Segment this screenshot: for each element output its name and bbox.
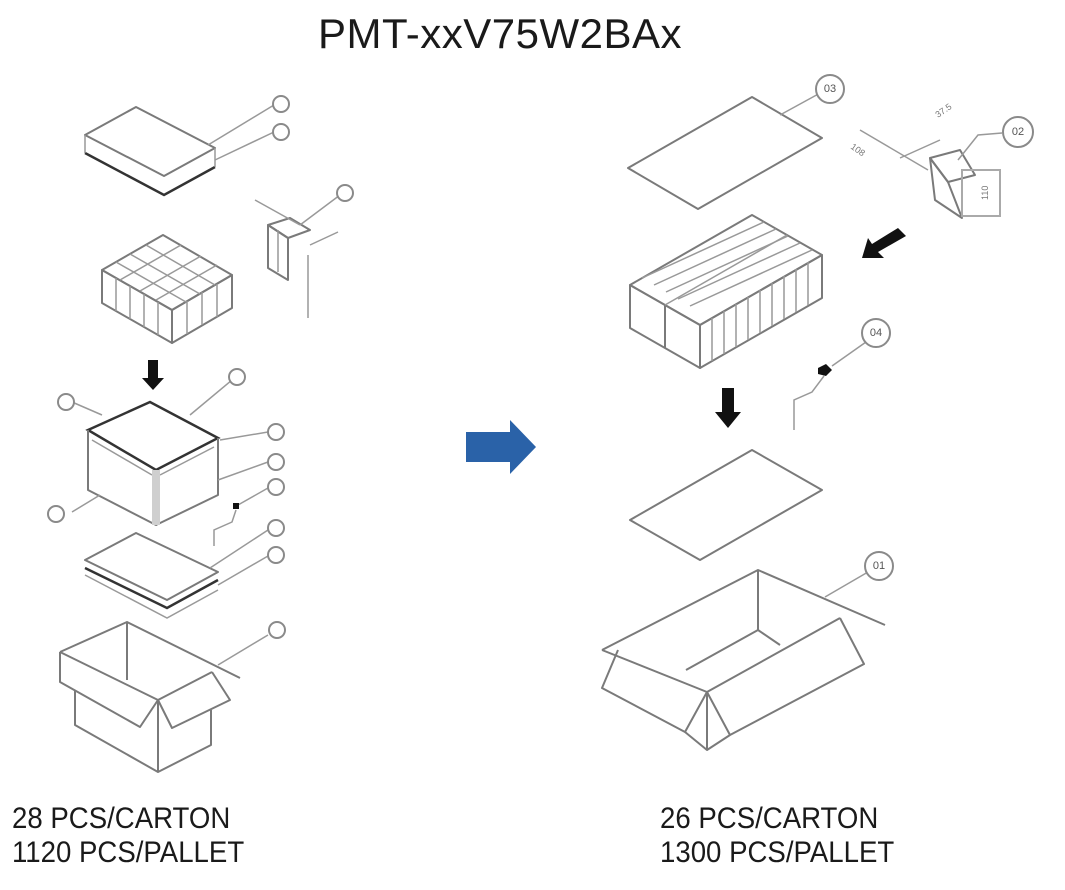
diagram-title: PMT-xxV75W2BAx bbox=[317, 10, 683, 57]
old-pcs-per-carton: 28 PCS/CARTON bbox=[12, 802, 231, 835]
end-cap-part bbox=[254, 184, 354, 318]
new-packing-caption: 26 PCS/CARTON 1300 PCS/PALLET bbox=[660, 802, 894, 870]
battery-block-28 bbox=[101, 234, 233, 344]
callout-bubble bbox=[272, 123, 290, 141]
label-tag: 04 bbox=[793, 318, 891, 430]
dimension-label: 110 bbox=[980, 186, 990, 200]
insert-arrow-icon bbox=[862, 228, 906, 258]
dimension-label: 37.5 bbox=[933, 101, 953, 119]
down-arrow-icon bbox=[142, 360, 164, 390]
foam-tray-box bbox=[47, 368, 285, 526]
callout-04: 04 bbox=[870, 327, 882, 339]
new-pcs-per-pallet: 1300 PCS/PALLET bbox=[660, 836, 895, 869]
old-packing-exploded-view bbox=[47, 95, 354, 773]
down-arrow-icon bbox=[715, 388, 741, 428]
end-cap-part: 02 37.5 108 110 bbox=[849, 101, 1034, 219]
callout-03: 03 bbox=[824, 83, 836, 95]
old-packing-caption: 28 PCS/CARTON 1120 PCS/PALLET bbox=[12, 802, 244, 870]
new-packing-exploded-view: 03 02 37.5 108 110 bbox=[601, 74, 1034, 751]
carton-box: 01 bbox=[601, 551, 894, 751]
dimension-label: 108 bbox=[849, 141, 867, 158]
old-pcs-per-pallet: 1120 PCS/PALLET bbox=[12, 836, 245, 869]
bottom-pad-pair bbox=[84, 519, 285, 619]
transition-arrow-icon bbox=[466, 420, 536, 474]
callout-01: 01 bbox=[873, 560, 885, 572]
battery-row-26 bbox=[629, 214, 823, 369]
callout-bubble bbox=[272, 95, 290, 113]
carton-box bbox=[59, 621, 286, 773]
callout-02: 02 bbox=[1012, 126, 1024, 138]
top-pad-pair bbox=[84, 95, 290, 197]
new-pcs-per-carton: 26 PCS/CARTON bbox=[660, 802, 879, 835]
label-tag bbox=[213, 503, 239, 546]
top-pad: 03 bbox=[627, 74, 845, 210]
bottom-pad bbox=[629, 449, 823, 561]
